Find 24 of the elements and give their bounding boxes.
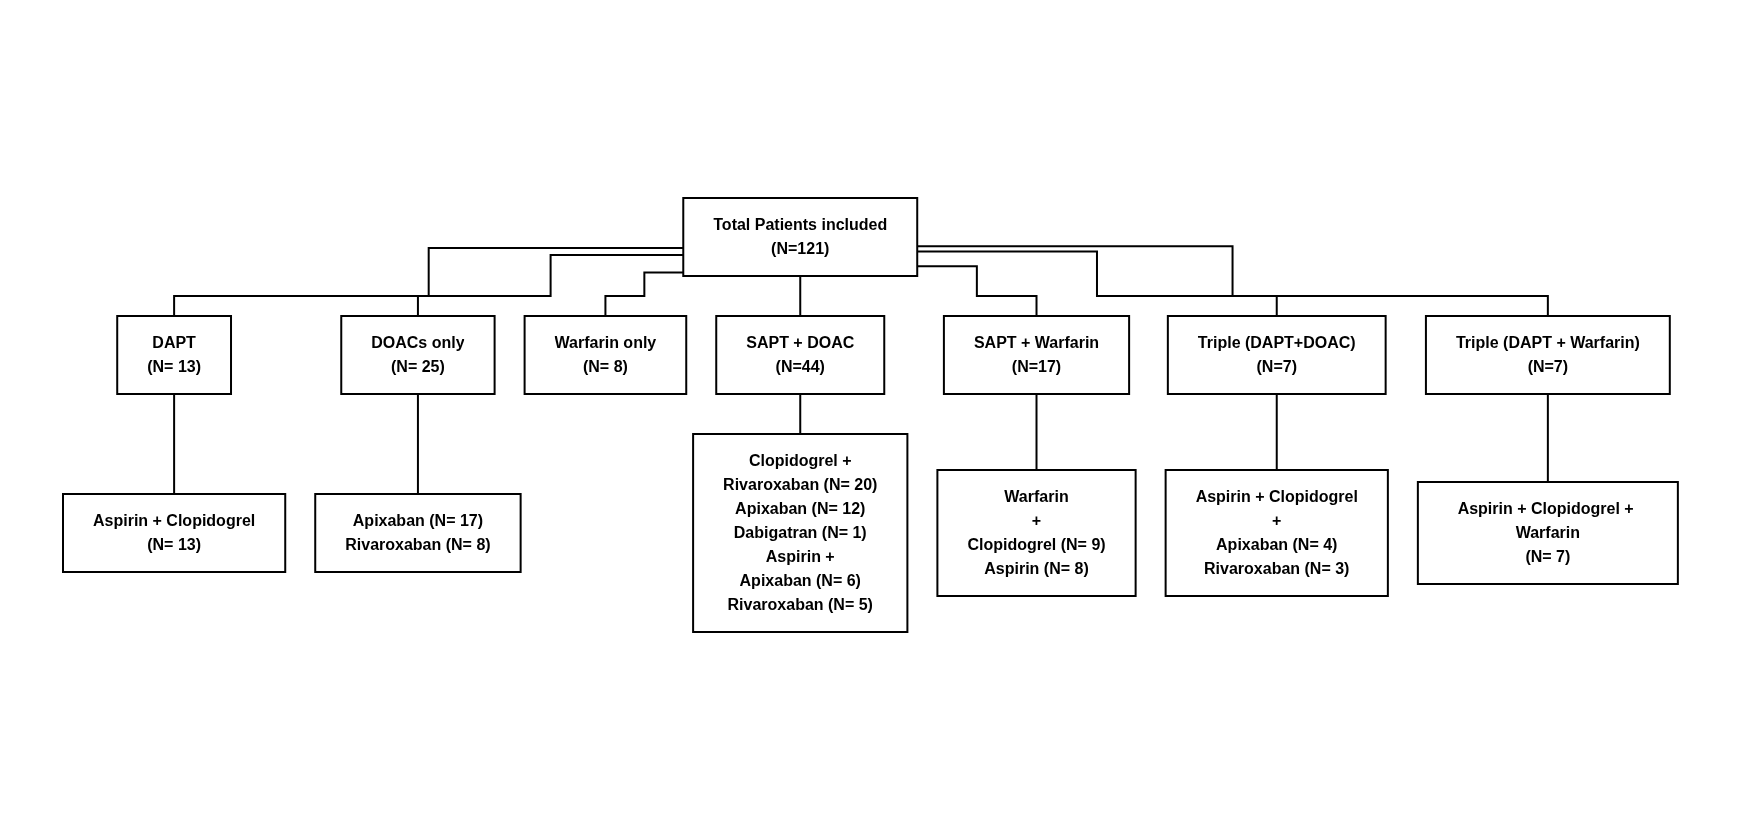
connector [1546, 392, 1549, 483]
node-box: Clopidogrel + Rivaroxaban (N= 20) Apixaban (N= 12) Dabigatran (N= 1) Aspirin + Apixaban (N= 6) Rivaroxaban (N= 5) [691, 432, 908, 633]
connector [172, 392, 175, 495]
node-box: SAPT + Warfarin (N=17) [942, 314, 1130, 395]
connector [604, 270, 684, 317]
connector [416, 392, 419, 495]
connector [416, 253, 684, 317]
node-box: DAPT (N= 13) [115, 314, 232, 395]
node-box: Apixaban (N= 17) Rivaroxaban (N= 8) [313, 492, 522, 573]
node-box: Aspirin + Clopidogrel (N= 13) [61, 492, 286, 573]
connector [798, 274, 801, 317]
node-box: Warfarin only (N= 8) [523, 314, 687, 395]
connector [1275, 392, 1278, 471]
node-box: SAPT + DOAC (N=44) [714, 314, 885, 395]
node-box: Warfarin + Clopidogrel (N= 9) Aspirin (N= 8) [935, 468, 1137, 597]
node-box: Triple (DAPT + Warfarin) (N=7) [1424, 314, 1671, 395]
node-box: DOACs only (N= 25) [339, 314, 496, 395]
connector [1035, 392, 1038, 471]
connector [172, 246, 684, 317]
node-box: Triple (DAPT+DOAC) (N=7) [1166, 314, 1387, 395]
node-box: Aspirin + Clopidogrel + Apixaban (N= 4) Rivaroxaban (N= 3) [1164, 468, 1389, 597]
node-box: Aspirin + Clopidogrel + Warfarin (N= 7) [1416, 480, 1679, 585]
connector [798, 392, 801, 435]
node-box: Total Patients included (N=121) [681, 196, 918, 277]
